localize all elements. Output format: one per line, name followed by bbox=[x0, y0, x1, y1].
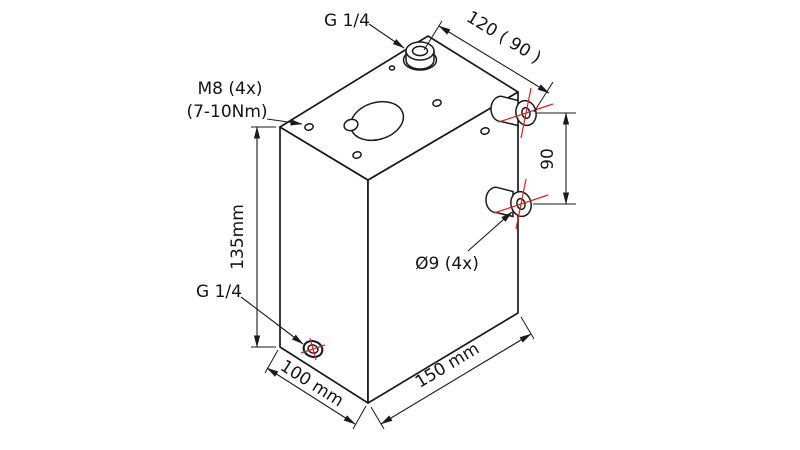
suction-hole-notch bbox=[343, 118, 359, 132]
dimension-line bbox=[438, 25, 550, 94]
m8-hole bbox=[352, 151, 362, 159]
extension-line bbox=[352, 405, 367, 430]
vent-hole bbox=[388, 65, 396, 71]
extension-line bbox=[533, 81, 554, 113]
dimension-height: 135mm bbox=[228, 126, 276, 348]
filler-cap bbox=[402, 41, 438, 71]
leader-m8 bbox=[266, 118, 303, 126]
m8-hole bbox=[304, 123, 314, 131]
m8-label-line2: (7-10Nm) bbox=[186, 102, 267, 122]
m8-hole bbox=[480, 127, 490, 135]
port-bottom-label: G 1/4 bbox=[196, 282, 242, 302]
dia9-label: Ø9 (4x) bbox=[415, 254, 479, 274]
dimension-line bbox=[380, 333, 532, 425]
m8-hole bbox=[432, 99, 442, 107]
dimension-line bbox=[266, 367, 356, 425]
centerline bbox=[520, 87, 532, 139]
top-face-features bbox=[304, 41, 490, 159]
centerlines bbox=[300, 87, 554, 361]
centerline bbox=[309, 337, 317, 361]
extension-line bbox=[520, 316, 535, 340]
m8-label-line1: M8 (4x) bbox=[197, 79, 262, 99]
extension-line bbox=[370, 406, 385, 430]
port-top-label: G 1/4 bbox=[324, 11, 370, 31]
leader-dia9 bbox=[467, 211, 513, 252]
filler-cap-plug bbox=[411, 45, 429, 57]
leader-port-top bbox=[368, 23, 405, 49]
callouts: G 1/4 M8 (4x) (7-10Nm) Ø9 (4x) G 1/4 bbox=[186, 11, 513, 345]
dimension-side-spacing: 90 bbox=[533, 112, 576, 205]
filler-cap-top bbox=[405, 41, 435, 61]
dim-side-spacing-label: 90 bbox=[538, 148, 558, 170]
port-bore bbox=[307, 344, 319, 354]
centerline bbox=[515, 178, 527, 230]
leader-port-bottom bbox=[240, 296, 304, 345]
dim-height-label: 135mm bbox=[228, 204, 248, 270]
